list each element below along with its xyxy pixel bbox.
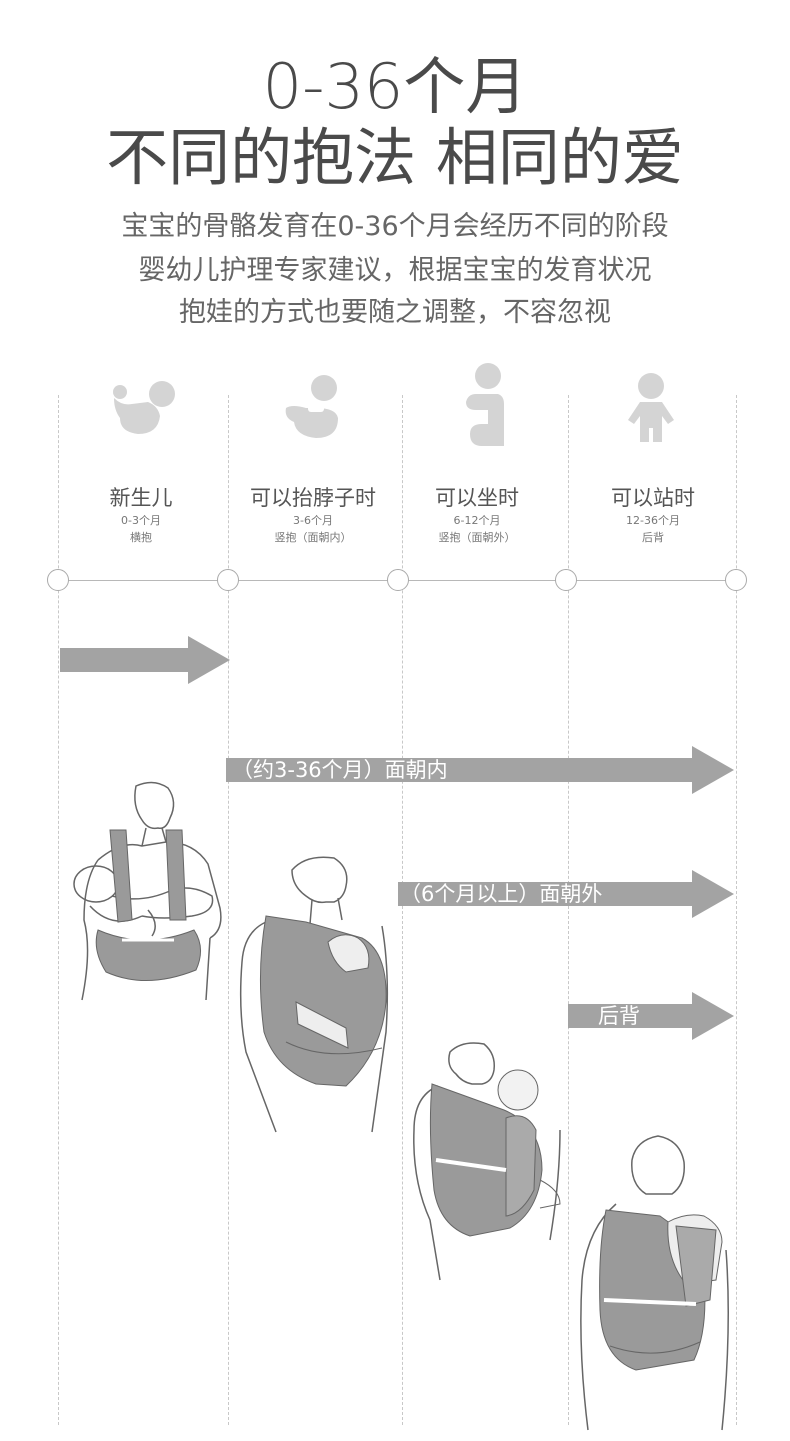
arrow-back — [568, 992, 734, 1040]
arrow-face-out — [398, 870, 734, 918]
face-out-carry-illustration — [413, 1042, 561, 1281]
timeline-node — [725, 569, 747, 591]
column-divider — [736, 395, 737, 1425]
stage-sitting: 可以坐时 6-12个月 竖抱（面朝外） — [392, 484, 562, 546]
baby-lifting-head-icon — [285, 375, 338, 438]
timeline-node — [47, 569, 69, 591]
timeline-node — [387, 569, 409, 591]
stage-lifting-head: 可以抬脖子时 3-6个月 竖抱（面朝内） — [228, 484, 398, 546]
stage-range: 6-12个月 — [453, 514, 501, 527]
stage-name: 可以站时 — [611, 486, 695, 510]
face-in-carry-illustration — [239, 856, 389, 1133]
arrow-newborn — [60, 636, 230, 684]
stage-name: 可以抬脖子时 — [250, 486, 376, 510]
timeline-node — [217, 569, 239, 591]
column-divider — [228, 395, 229, 1425]
stage-standing: 可以站时 12-36个月 后背 — [568, 484, 738, 546]
stage-name: 可以坐时 — [435, 486, 519, 510]
stage-range: 3-6个月 — [293, 514, 333, 527]
stage-note: 竖抱（面朝内） — [274, 531, 352, 544]
newborn-hold-illustration — [73, 781, 222, 1001]
timeline-node — [555, 569, 577, 591]
stage-newborn: 新生儿 0-3个月 横抱 — [56, 484, 226, 546]
stage-note: 后背 — [642, 531, 664, 544]
page-title-line2: 不同的抱法 相同的爱 — [106, 121, 684, 194]
arrow-face-in — [226, 746, 734, 794]
subtitle-line-2: 婴幼儿护理专家建议，根据宝宝的发育状况 — [138, 255, 652, 286]
stage-name: 新生儿 — [109, 486, 173, 510]
column-divider — [58, 395, 59, 1425]
subtitle-line-3: 抱娃的方式也要随之调整，不容忽视 — [179, 297, 611, 328]
page-title-line1: 0-36个月 — [262, 50, 528, 123]
stage-note: 横抱 — [130, 531, 152, 544]
arrow-label-back: 后背 — [598, 1004, 640, 1028]
stage-range: 0-3个月 — [121, 514, 161, 527]
newborn-icon — [113, 381, 175, 434]
baby-sitting-icon — [466, 363, 504, 446]
arrow-label-face-out: （6个月以上）面朝外 — [400, 882, 603, 906]
stage-note: 竖抱（面朝外） — [438, 531, 516, 544]
subtitle-line-1: 宝宝的骨骼发育在0-36个月会经历不同的阶段 — [121, 211, 669, 242]
back-carry-illustration — [580, 1135, 729, 1431]
column-divider — [568, 395, 569, 1425]
column-divider — [402, 395, 403, 1425]
baby-standing-icon — [628, 373, 674, 442]
arrow-label-face-in: （约3-36个月）面朝内 — [232, 758, 448, 782]
stage-range: 12-36个月 — [626, 514, 680, 527]
